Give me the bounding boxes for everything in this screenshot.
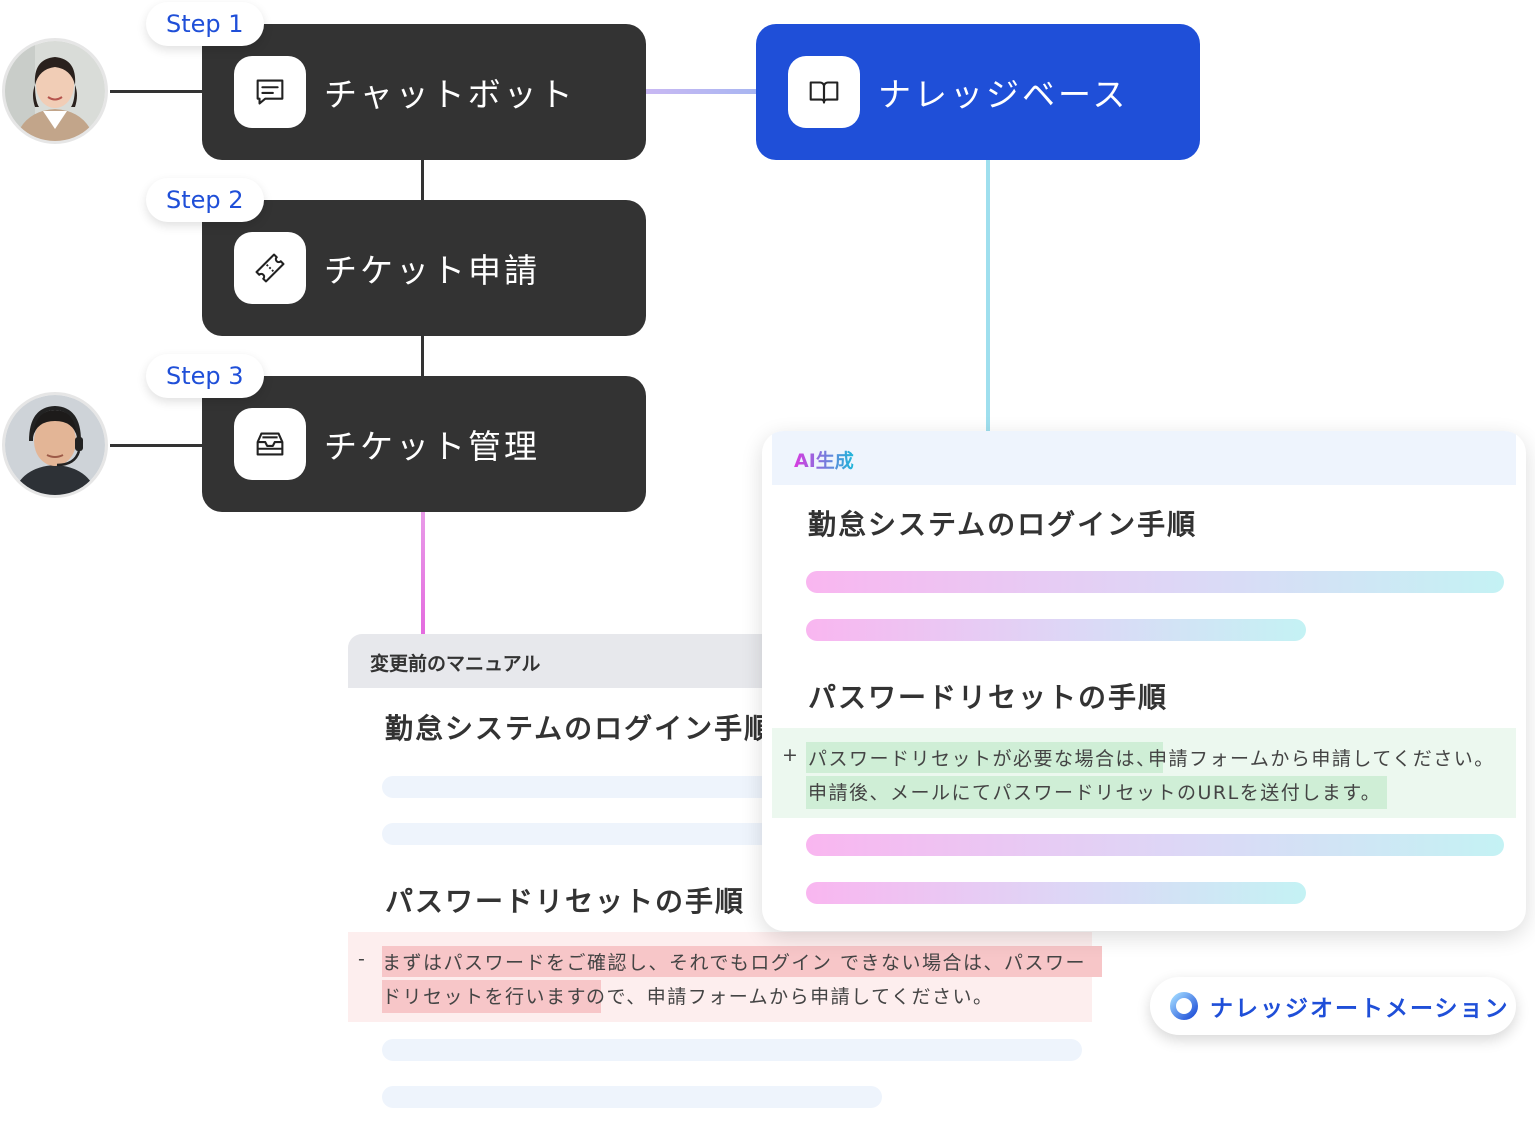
- chatbot-icon-tile: [234, 56, 306, 128]
- knowledge-base-label: ナレッジベース: [878, 75, 1129, 114]
- chatbot-kb-connector: [646, 89, 756, 94]
- old-login-title: 勤怠システムのログイン手順: [385, 712, 775, 745]
- step1-badge: Step 1: [146, 2, 264, 46]
- avatar2-connector: [110, 444, 202, 447]
- old-placeholder-bar: [382, 823, 782, 845]
- kb-icon-tile: [788, 56, 860, 128]
- ai-gradient-bar: [806, 882, 1306, 904]
- ai-gradient-bar: [806, 571, 1504, 593]
- customer-avatar: [2, 38, 108, 144]
- step3-manual-connector: [421, 512, 425, 634]
- ring-logo-icon: [1170, 992, 1198, 1020]
- ai-generated-tag: AI生成: [794, 446, 854, 473]
- old-placeholder-bar: [382, 1039, 1082, 1061]
- open-book-icon: [809, 81, 839, 104]
- ai-login-title: 勤怠システムのログイン手順: [808, 508, 1198, 541]
- old-password-title: パスワードリセットの手順: [385, 885, 746, 918]
- inbox-icon-tile: [234, 408, 306, 480]
- ai-gradient-bar: [806, 619, 1306, 641]
- step1-step2-connector: [421, 160, 424, 200]
- ticket-request-step-box[interactable]: チケット申請: [202, 200, 646, 336]
- added-line-1-rest: 申請フォームから申請してください。: [1148, 748, 1495, 770]
- kb-ai-connector: [986, 160, 990, 432]
- added-diff-block: + パスワードリセットが必要な場合は、 申請フォームから申請してください。 申請…: [772, 728, 1516, 818]
- ticket-icon-tile: [234, 232, 306, 304]
- knowledge-automation-label: ナレッジオートメーション: [1210, 996, 1510, 1022]
- ai-gradient-bar: [806, 834, 1504, 856]
- man-headset-portrait-icon: [5, 395, 105, 495]
- chatbot-step-box[interactable]: チャットボット: [202, 24, 646, 160]
- ai-generated-card: AI生成 勤怠システムのログイン手順 パスワードリセットの手順 + パスワードリ…: [762, 431, 1526, 931]
- chatbot-label: チャットボット: [324, 75, 576, 114]
- ai-password-title: パスワードリセットの手順: [808, 681, 1169, 714]
- removed-line-2-rest: ので、申請フォームから申請してください。: [586, 986, 994, 1008]
- ticket-management-label: チケット管理: [324, 427, 540, 466]
- knowledge-automation-badge[interactable]: ナレッジオートメーション: [1150, 977, 1516, 1035]
- old-placeholder-bar: [382, 776, 782, 798]
- step2-badge: Step 2: [146, 178, 264, 222]
- step2-step3-connector: [421, 336, 424, 376]
- old-manual-panel: 変更前のマニュアル 勤怠システムのログイン手順 パスワードリセットの手順 - ま…: [348, 634, 1102, 1134]
- inbox-tray-icon: [256, 432, 284, 456]
- added-line-1-highlight: パスワードリセットが必要な場合は、: [806, 742, 1163, 773]
- added-line-2-highlight: 申請後、メールにてパスワードリセットのURLを送付します。: [806, 776, 1388, 809]
- removed-diff-marker: -: [358, 948, 367, 970]
- removed-line-1: まずはパスワードをご確認し、それでもログイン できない場合は、パスワー: [382, 946, 1102, 977]
- chat-bubble-icon: [256, 79, 284, 105]
- ticket-request-label: チケット申請: [324, 251, 540, 290]
- added-diff-marker: +: [782, 744, 800, 766]
- ai-generated-header: AI生成: [772, 431, 1516, 485]
- step3-badge: Step 3: [146, 354, 264, 398]
- old-manual-header: 変更前のマニュアル: [348, 634, 772, 688]
- ticket-icon: [255, 253, 285, 283]
- old-manual-header-label: 変更前のマニュアル: [370, 653, 541, 675]
- removed-line-2-highlight: ドリセットを行います: [382, 980, 602, 1013]
- old-placeholder-bar: [382, 1086, 882, 1108]
- ticket-management-step-box[interactable]: チケット管理: [202, 376, 646, 512]
- woman-portrait-icon: [5, 41, 105, 141]
- agent-avatar: [2, 392, 108, 498]
- removed-diff-block: - まずはパスワードをご確認し、それでもログイン できない場合は、パスワー ドリ…: [348, 932, 1102, 1022]
- avatar1-connector: [110, 90, 202, 93]
- knowledge-base-box[interactable]: ナレッジベース: [756, 24, 1200, 160]
